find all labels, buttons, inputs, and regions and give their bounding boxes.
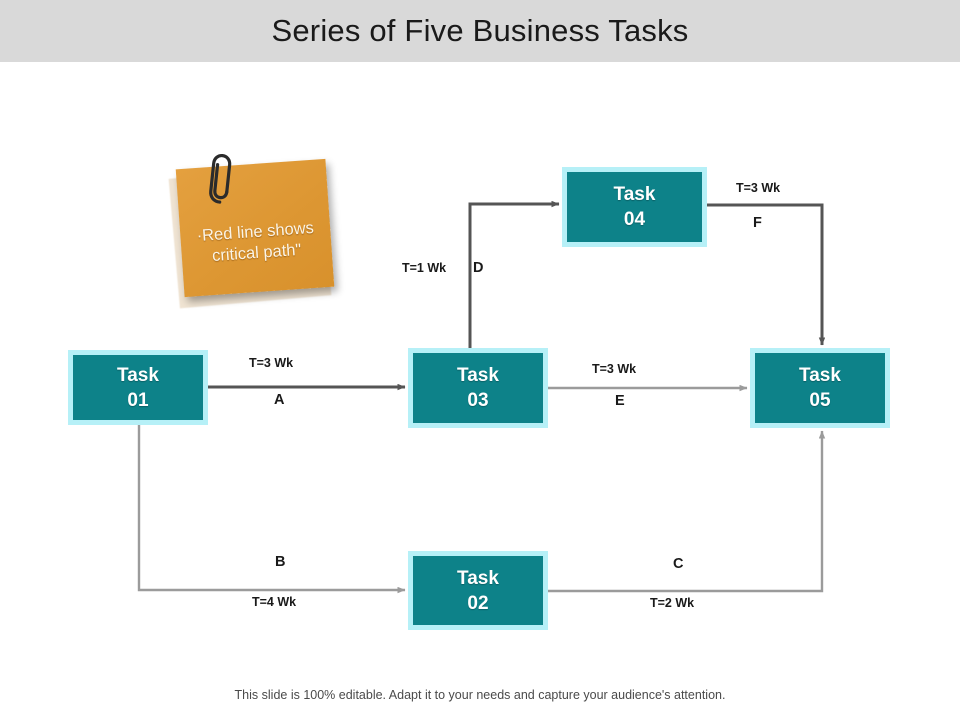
edge-c-connector: [548, 430, 826, 593]
task-node-task02[interactable]: Task 02: [408, 551, 548, 630]
edge-f-connector: [707, 203, 826, 346]
edge-a-id-label: A: [274, 392, 285, 408]
task-label-line1: Task: [613, 184, 656, 205]
diagram-canvas: Task 01 Task 02 Task 03 Task 04 Task 05 …: [0, 62, 960, 682]
task-node-task03[interactable]: Task 03: [408, 348, 548, 428]
task-label-line1: Task: [799, 365, 841, 386]
connector-layer: [137, 200, 826, 594]
edge-e-duration-label: T=3 Wk: [592, 362, 637, 376]
task-label-line2: 03: [467, 390, 489, 411]
edge-e-id-label: E: [615, 393, 625, 409]
task-node-task01[interactable]: Task 01: [68, 350, 208, 425]
edge-d-id-label: D: [473, 260, 484, 276]
task-node-body: Task 04: [567, 172, 702, 242]
task-label-line2: 05: [809, 390, 831, 411]
edge-b-connector: [137, 425, 406, 594]
task-label-line1: Task: [457, 365, 499, 386]
page-title: Series of Five Business Tasks: [271, 13, 689, 48]
task-node-task05[interactable]: Task 05: [750, 348, 890, 428]
edge-f-duration-label: T=3 Wk: [736, 181, 781, 195]
edge-b-id-label: B: [275, 554, 286, 570]
task-node-body: Task 01: [73, 355, 203, 420]
task-node-body: Task 03: [413, 353, 543, 423]
edge-c-id-label: C: [673, 556, 684, 572]
edge-c-duration-label: T=2 Wk: [650, 596, 695, 610]
task-label-line2: 02: [467, 592, 489, 614]
critical-path-note[interactable]: ·Red line shows critical path": [168, 154, 335, 309]
task-label-line2: 04: [623, 209, 646, 230]
edge-a-duration-label: T=3 Wk: [249, 356, 294, 370]
paperclip-icon: [209, 154, 232, 204]
edge-b-duration-label: T=4 Wk: [252, 595, 297, 609]
task-label-line1: Task: [457, 567, 499, 589]
task-node-body: Task 05: [755, 353, 885, 423]
footer-note: This slide is 100% editable. Adapt it to…: [234, 688, 726, 702]
note-text: ·Red line shows critical path": [196, 218, 315, 266]
edge-d-duration-label: T=1 Wk: [402, 261, 447, 275]
edge-d-connector: [468, 200, 560, 348]
task-node-task04[interactable]: Task 04: [562, 167, 707, 247]
header-bar: [0, 0, 960, 62]
task-label-line1: Task: [117, 364, 159, 386]
task-node-body: Task 02: [413, 556, 543, 625]
edge-f-id-label: F: [753, 215, 762, 231]
task-label-line2: 01: [127, 389, 149, 411]
